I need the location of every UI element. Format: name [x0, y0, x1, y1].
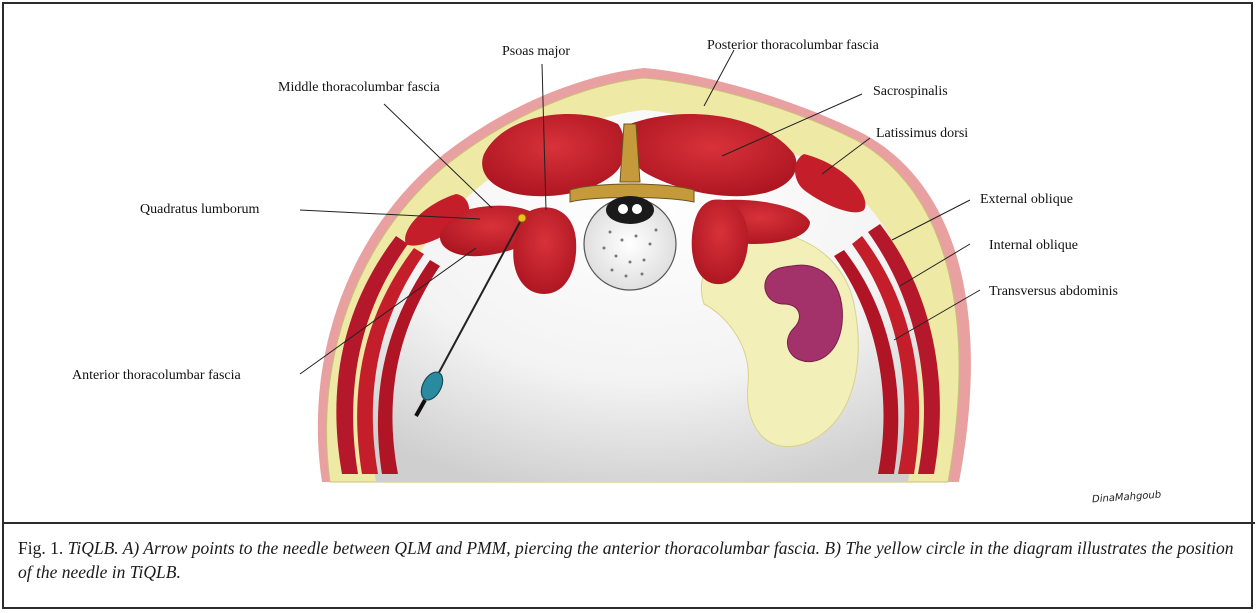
label-latissimus-dorsi: Latissimus dorsi — [876, 126, 968, 142]
label-anterior-tlf: Anterior thoracolumbar fascia — [72, 368, 241, 384]
anatomy-diagram: Psoas major Posterior thoracolumbar fasc… — [4, 4, 1255, 524]
caption-figure-number: Fig. 1. — [18, 538, 63, 558]
label-sacrospinalis: Sacrospinalis — [873, 84, 948, 100]
label-posterior-tlf: Posterior thoracolumbar fascia — [707, 38, 879, 54]
label-transversus-abdominis: Transversus abdominis — [989, 284, 1118, 300]
spinous-process — [620, 124, 640, 182]
label-psoas-major: Psoas major — [502, 44, 570, 60]
label-external-oblique: External oblique — [980, 192, 1073, 208]
figure-caption: Fig. 1. TiQLB. A) Arrow points to the ne… — [18, 536, 1238, 584]
label-internal-oblique: Internal oblique — [989, 238, 1078, 254]
spinal-canal — [606, 196, 654, 224]
caption-text: TiQLB. A) Arrow points to the needle bet… — [18, 538, 1234, 582]
needle-tip-circle — [518, 214, 526, 222]
label-middle-tlf: Middle thoracolumbar fascia — [278, 80, 440, 96]
label-quadratus-lumborum: Quadratus lumborum — [140, 202, 259, 218]
cross-section-drawing — [4, 4, 1255, 524]
